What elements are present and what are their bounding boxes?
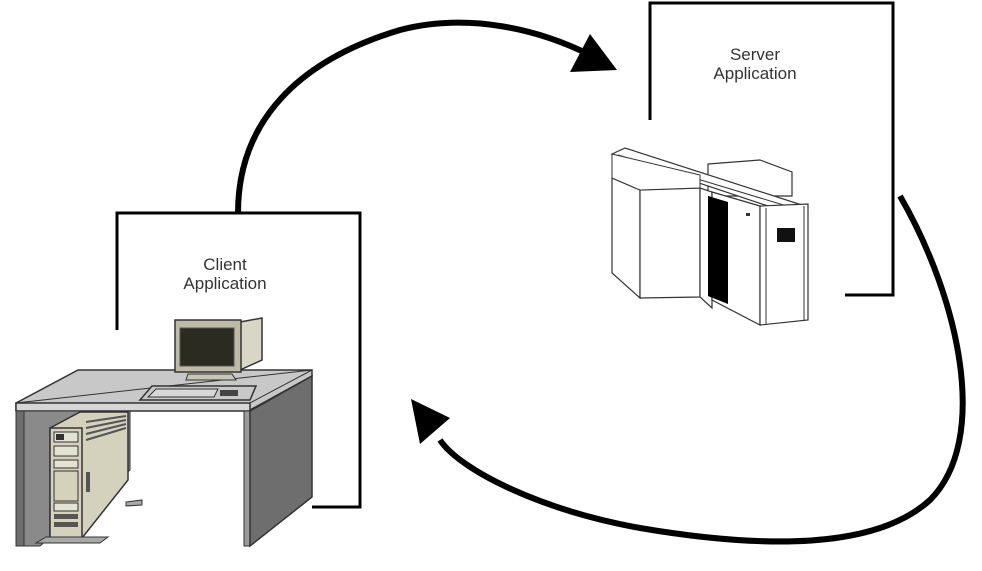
request-arrowhead-icon — [570, 34, 617, 72]
client-application-label: Client Application — [150, 255, 300, 293]
request-arrow — [235, 19, 617, 214]
monitor-illustration — [174, 317, 263, 381]
client-application-frame — [115, 211, 362, 509]
server-illustration — [610, 147, 809, 326]
client-label-line1: Client — [203, 255, 247, 274]
server-label-line2: Application — [713, 64, 797, 83]
server-label-line1: Server — [729, 45, 781, 64]
response-arrowhead-icon — [411, 399, 450, 444]
server-application-label: Server Application — [690, 45, 820, 83]
tower-pc-illustration — [34, 411, 143, 544]
keyboard-illustration — [138, 385, 258, 401]
server-application-frame — [648, 1, 895, 297]
response-arrow — [411, 194, 966, 545]
client-label-line2: Application — [183, 274, 267, 293]
